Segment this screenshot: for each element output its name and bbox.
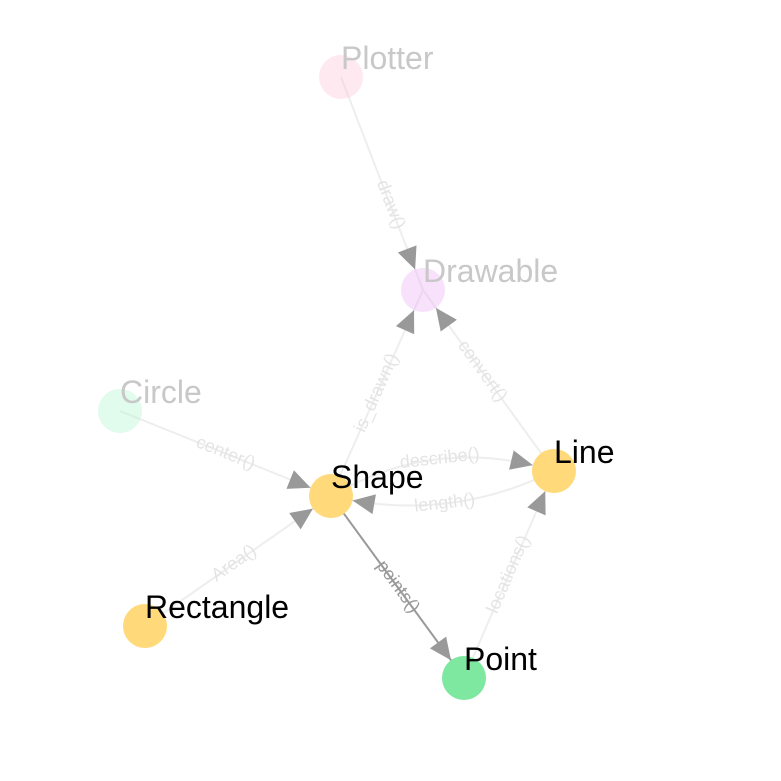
- node-circle[interactable]: [98, 389, 142, 433]
- edge-label-convert: convert(): [454, 336, 512, 405]
- arrowhead-area: [289, 508, 313, 530]
- node-label-rectangle: Rectangle: [145, 589, 289, 625]
- label-layer: draw()is_drawn()convert()center()length(…: [120, 40, 615, 677]
- node-label-circle: Circle: [120, 374, 202, 410]
- node-label-line: Line: [554, 434, 615, 470]
- arrowhead-points: [429, 636, 452, 661]
- arrow-layer: [286, 245, 546, 661]
- node-plotter[interactable]: [319, 55, 363, 99]
- node-shape[interactable]: [309, 474, 353, 518]
- arrowhead-describe: [509, 450, 533, 470]
- edge-label-area: Area(): [207, 540, 259, 585]
- node-label-plotter: Plotter: [341, 40, 434, 76]
- arrowhead-draw: [397, 245, 417, 270]
- node-rectangle[interactable]: [123, 604, 167, 648]
- node-line[interactable]: [532, 449, 576, 493]
- node-point[interactable]: [442, 656, 486, 700]
- arrowhead-center: [286, 470, 311, 489]
- edge-label-points: points(): [373, 556, 425, 616]
- node-drawable[interactable]: [401, 268, 445, 312]
- arrowhead-length: [352, 494, 376, 515]
- node-label-point: Point: [464, 641, 537, 677]
- arrowhead-locations: [527, 491, 546, 516]
- arrowhead-convert: [435, 307, 457, 332]
- node-layer: [98, 55, 576, 700]
- node-label-shape: Shape: [331, 459, 424, 495]
- node-label-drawable: Drawable: [423, 253, 558, 289]
- edge-label-locations: locations(): [482, 532, 533, 616]
- edge-label-center: center(): [193, 431, 258, 473]
- arrowhead-is-drawn: [395, 310, 415, 335]
- edge-label-draw: draw(): [373, 177, 410, 232]
- edge-label-is-drawn: is_drawn(): [350, 350, 403, 435]
